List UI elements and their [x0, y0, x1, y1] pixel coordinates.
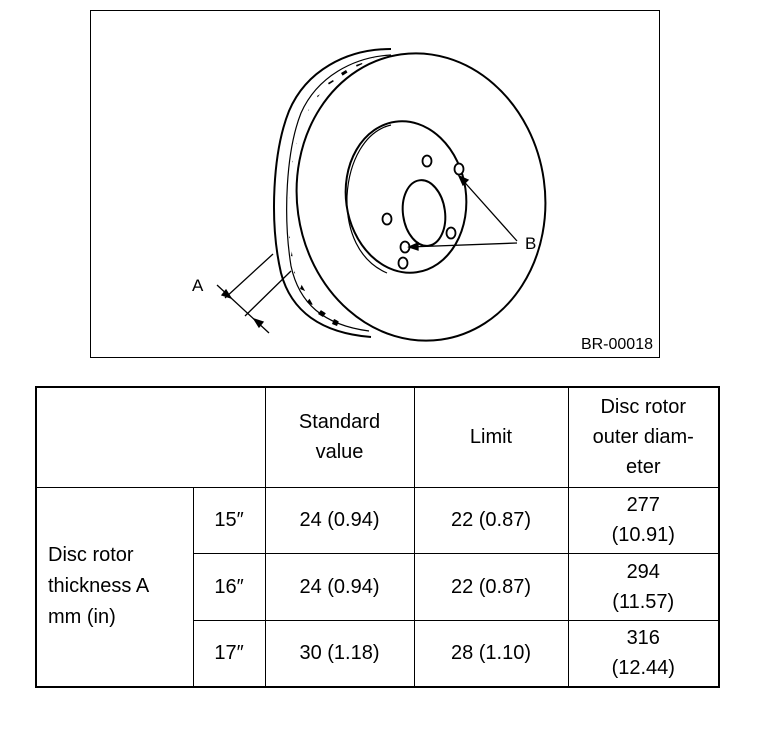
dimension-a — [216, 253, 292, 334]
limit-cell: 28 (1.10) — [413, 619, 569, 688]
table-row: Disc rotor thickness A mm (in) 15″ 24 (0… — [35, 486, 720, 688]
header-standard-value: Standard value — [264, 386, 415, 488]
table-row: 17″ 30 (1.18) 28 (1.10) 316 (12.44) — [36, 619, 720, 688]
header-limit: Limit — [413, 386, 569, 488]
label-b: B — [525, 234, 537, 253]
size-cell: 16″ — [192, 552, 266, 621]
diameter-cell: 316 (12.44) — [567, 619, 720, 688]
header-row: Standard value Limit Disc rotor outer di… — [35, 386, 720, 488]
label-a: A — [192, 276, 204, 295]
size-cell: 17″ — [192, 619, 266, 688]
bolt-holes — [381, 154, 465, 270]
disc-rotor-illustration — [216, 48, 547, 342]
header-blank-cell — [35, 386, 266, 488]
size-cell: 15″ — [192, 486, 266, 554]
diameter-cell: 277 (10.91) — [567, 486, 720, 554]
diameter-cell: 294 (11.57) — [567, 552, 720, 621]
standard-cell: 30 (1.18) — [264, 619, 415, 688]
standard-cell: 24 (0.94) — [264, 552, 415, 621]
leader-b — [407, 174, 518, 251]
limit-cell: 22 (0.87) — [413, 486, 569, 554]
rotor-figure: A B BR-00018 — [90, 10, 660, 358]
figure-code: BR-00018 — [580, 336, 653, 353]
standard-cell: 24 (0.94) — [264, 486, 415, 554]
table-row: 16″ 24 (0.94) 22 (0.87) 294 (11.57) — [36, 552, 720, 621]
header-outer-diameter: Disc rotor outer diam- eter — [567, 386, 720, 488]
rotor-spec-table: Standard value Limit Disc rotor outer di… — [35, 386, 720, 688]
row-header-thickness: Disc rotor thickness A mm (in) — [35, 486, 194, 688]
limit-cell: 22 (0.87) — [413, 552, 569, 621]
